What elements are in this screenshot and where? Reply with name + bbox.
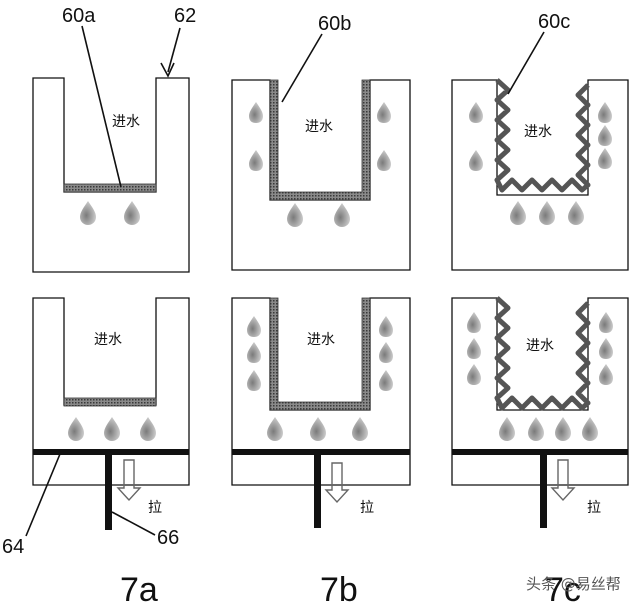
leader-62 bbox=[167, 27, 181, 73]
droplet-icon bbox=[467, 338, 481, 359]
pull-plate bbox=[232, 449, 410, 455]
droplet-icon bbox=[249, 102, 263, 123]
panel-7c-bottom: 拉 进水 bbox=[451, 296, 629, 528]
membrane-60a bbox=[63, 397, 157, 407]
droplet-icon bbox=[287, 203, 303, 227]
panel-7b-bottom: 拉 进水 bbox=[231, 297, 411, 528]
panel-7b-top: 进水 bbox=[231, 79, 411, 271]
droplet-icon bbox=[568, 201, 584, 225]
pull-plate bbox=[452, 449, 628, 455]
droplet-icon bbox=[539, 201, 555, 225]
droplet-icon bbox=[249, 150, 263, 171]
droplet-icon bbox=[467, 312, 481, 333]
droplet-icon bbox=[582, 417, 598, 441]
droplet-icon bbox=[510, 201, 526, 225]
pull-rod bbox=[540, 455, 547, 528]
pull-arrow-icon bbox=[116, 459, 142, 502]
pull-plate-64 bbox=[33, 449, 189, 455]
membrane-60c bbox=[494, 78, 591, 193]
pull-rod-66 bbox=[105, 455, 112, 530]
pull-arrow-icon bbox=[550, 459, 576, 502]
droplet-icon bbox=[104, 417, 120, 441]
membrane-60a bbox=[63, 183, 157, 193]
arrowhead-icon bbox=[160, 62, 175, 78]
droplet-icon bbox=[310, 417, 326, 441]
label-60a: 60a bbox=[62, 5, 96, 27]
droplet-icon bbox=[379, 316, 393, 337]
droplet-icon bbox=[247, 316, 261, 337]
label-60c: 60c bbox=[538, 11, 570, 33]
droplet-icon bbox=[467, 364, 481, 385]
membrane-60c bbox=[494, 296, 591, 411]
pull-text: 拉 bbox=[360, 500, 374, 516]
label-64: 64 bbox=[2, 536, 24, 558]
droplet-icon bbox=[68, 417, 84, 441]
droplet-icon bbox=[379, 342, 393, 363]
label-60b: 60b bbox=[318, 13, 351, 35]
reference-labels: 60a 62 60b 60c 64 66 bbox=[2, 5, 570, 558]
label-66: 66 bbox=[157, 527, 179, 549]
droplet-icon bbox=[379, 370, 393, 391]
droplet-icon bbox=[598, 125, 612, 146]
panel-7a-bottom: 拉 进水 bbox=[32, 297, 190, 530]
leader-60a bbox=[81, 25, 122, 188]
droplet-icon bbox=[598, 148, 612, 169]
water-in-text: 进水 bbox=[305, 119, 333, 135]
container-outline bbox=[32, 77, 190, 273]
figure-label-7a: 7a bbox=[120, 571, 158, 606]
droplet-icon bbox=[247, 370, 261, 391]
pull-text: 拉 bbox=[148, 500, 162, 516]
droplet-icon bbox=[469, 102, 483, 123]
droplet-icon bbox=[267, 417, 283, 441]
droplet-icon bbox=[499, 417, 515, 441]
figure-label-7c: 7c bbox=[545, 571, 581, 606]
leader-64 bbox=[25, 453, 61, 537]
droplet-icon bbox=[352, 417, 368, 441]
water-in-text: 进水 bbox=[524, 124, 552, 140]
figure-label-7b: 7b bbox=[320, 571, 358, 606]
leader-66 bbox=[111, 511, 156, 536]
pull-rod bbox=[314, 455, 321, 528]
water-in-text: 进水 bbox=[307, 332, 335, 348]
droplet-icon bbox=[598, 102, 612, 123]
water-in-text: 进水 bbox=[526, 338, 554, 354]
watermark-text: 头条 @易丝帮 bbox=[526, 575, 621, 593]
droplet-icon bbox=[124, 201, 140, 225]
droplet-icon bbox=[80, 201, 96, 225]
membrane-60b bbox=[269, 297, 371, 411]
water-in-text: 进水 bbox=[94, 332, 122, 348]
droplet-icon bbox=[599, 338, 613, 359]
droplet-icon bbox=[334, 203, 350, 227]
droplet-icon bbox=[469, 150, 483, 171]
pull-arrow-icon bbox=[324, 462, 350, 504]
leader-60c bbox=[507, 31, 545, 95]
pull-text: 拉 bbox=[587, 500, 601, 516]
droplet-icon bbox=[247, 342, 261, 363]
droplet-icon bbox=[555, 417, 571, 441]
membrane-60b bbox=[269, 79, 371, 201]
droplet-icon bbox=[377, 150, 391, 171]
panel-7c-top: 进水 bbox=[451, 78, 629, 271]
label-62: 62 bbox=[174, 5, 196, 27]
water-in-text: 进水 bbox=[112, 114, 140, 130]
panel-7a-top: 进水 bbox=[32, 77, 190, 273]
droplet-icon bbox=[599, 312, 613, 333]
leader-60b bbox=[281, 33, 323, 103]
droplet-icon bbox=[599, 364, 613, 385]
container-outline bbox=[32, 297, 190, 486]
droplet-icon bbox=[377, 102, 391, 123]
droplet-icon bbox=[140, 417, 156, 441]
droplet-icon bbox=[528, 417, 544, 441]
